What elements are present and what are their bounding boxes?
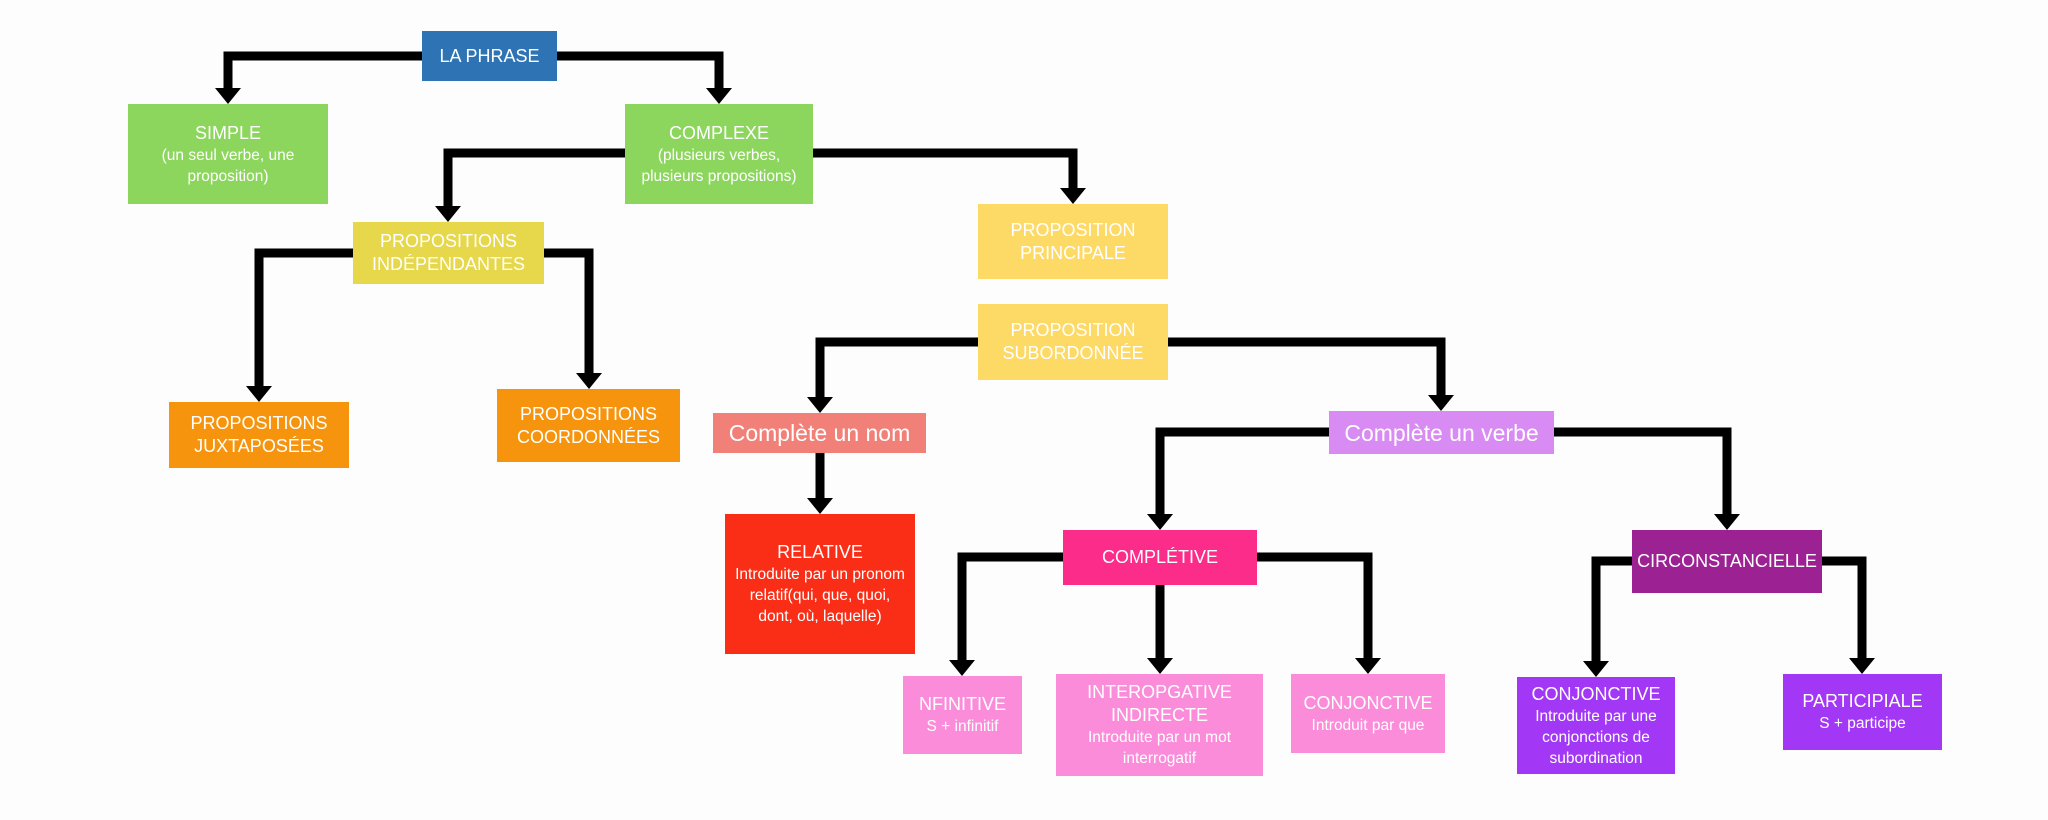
arrow-subordonnee-to-complete_verbe (1168, 337, 1454, 411)
node-participiale: PARTICIPIALE S + participe (1783, 674, 1942, 750)
node-subtitle: Introduite par un pronom relatif(qui, qu… (735, 566, 905, 625)
arrow-independantes-to-juxtaposees (246, 248, 353, 402)
arrowhead (807, 397, 833, 413)
node-title: PROPOSITION SUBORDONNÉE (1002, 320, 1144, 363)
node-complete-un-verbe: Complète un verbe (1329, 411, 1554, 454)
node-title: CONJONCTIVE (1531, 683, 1661, 704)
arrow-complete_verbe-to-completive (1147, 427, 1329, 530)
arrow-completive-to-conjonctive_1 (1257, 552, 1381, 674)
node-title: SIMPLE (194, 122, 262, 143)
arrow-complexe-to-independantes (435, 148, 625, 222)
arrowhead (807, 498, 833, 514)
node-title: Complète un nom (728, 420, 911, 446)
arrowhead (1583, 661, 1609, 677)
arrow-phrase-to-complexe (557, 51, 732, 104)
node-infinitive: NFINITIVE S + infinitif (903, 676, 1022, 754)
node-subtitle: (un seul verbe, une proposition) (161, 146, 295, 185)
arrowhead (1355, 658, 1381, 674)
node-title: CIRCONSTANCIELLE (1637, 551, 1817, 571)
arrow-circonstancielle-to-conjonctive_2 (1583, 556, 1632, 677)
arrow-subordonnee-to-complete_nom (807, 337, 978, 413)
node-title: PROPOSITIONS COORDONNÉES (516, 403, 660, 447)
arrowhead (706, 88, 732, 104)
node-title: PROPOSITIONS JUXTAPOSÉES (190, 413, 328, 456)
node-title: LA PHRASE (439, 45, 540, 66)
arrow-complexe-to-principale (813, 148, 1086, 204)
node-simple: SIMPLE (un seul verbe, une proposition) (128, 104, 328, 204)
arrowhead (246, 386, 272, 402)
node-proposition-principale: PROPOSITION PRINCIPALE (978, 204, 1168, 279)
node-title: PROPOSITION PRINCIPALE (1010, 219, 1136, 263)
node-proposition-subordonnee: PROPOSITION SUBORDONNÉE (978, 304, 1168, 380)
arrow-phrase-to-simple (215, 51, 422, 104)
node-conjonctive-circonstancielle: CONJONCTIVE Introduite par une conjoncti… (1517, 677, 1675, 774)
arrowhead (1428, 395, 1454, 411)
node-subtitle: S + participe (1819, 715, 1906, 732)
arrow-independantes-to-coordonnees (544, 248, 602, 389)
node-complete-un-nom: Complète un nom (713, 413, 926, 453)
node-subtitle: Introduit par que (1311, 716, 1425, 734)
node-subtitle: Introduite par un mot interrogatif (1087, 729, 1232, 767)
arrowhead (215, 88, 241, 104)
node-title: Complète un verbe (1344, 419, 1539, 446)
node-propositions-coordonnees: PROPOSITIONS COORDONNÉES (497, 389, 680, 462)
arrowhead (1147, 514, 1173, 530)
arrowhead (949, 660, 975, 676)
node-title: CONJONCTIVE (1303, 692, 1433, 713)
node-completive: COMPLÉTIVE (1063, 530, 1257, 585)
node-title: NFINITIVE (918, 694, 1006, 714)
node-complexe: COMPLEXE (plusieurs verbes, plusieurs pr… (625, 104, 813, 204)
arrow-complete_nom-to-relative (807, 453, 833, 514)
arrow-complete_verbe-to-circonstancielle (1554, 427, 1740, 530)
node-title: PROPOSITIONS INDÉPENDANTES (371, 231, 526, 274)
node-relative: RELATIVE Introduite par un pronom relati… (725, 514, 915, 654)
arrowhead (1714, 514, 1740, 530)
node-conjonctive-completive: CONJONCTIVE Introduit par que (1291, 674, 1445, 753)
node-subtitle: Introduite par une conjonctions de subor… (1535, 707, 1657, 767)
node-title: PARTICIPIALE (1802, 691, 1923, 711)
arrow-completive-to-interrogative (1147, 585, 1173, 674)
node-title: RELATIVE (777, 542, 863, 562)
arrowhead (1849, 658, 1875, 674)
arrowhead (576, 373, 602, 389)
node-title: COMPLEXE (668, 122, 770, 143)
node-subtitle: (plusieurs verbes, plusieurs proposition… (641, 146, 797, 185)
arrow-completive-to-infinitive (949, 552, 1063, 676)
node-propositions-juxtaposees: PROPOSITIONS JUXTAPOSÉES (169, 402, 349, 468)
node-interrogative-indirecte: INTEROPGATIVE INDIRECTE Introduite par u… (1056, 674, 1263, 776)
node-title: INTEROPGATIVE INDIRECTE (1087, 682, 1232, 725)
node-title: COMPLÉTIVE (1101, 547, 1219, 567)
arrow-circonstancielle-to-participiale (1822, 556, 1875, 674)
arrowhead (1060, 188, 1086, 204)
node-la-phrase: LA PHRASE (422, 31, 557, 81)
arrowhead (435, 206, 461, 222)
arrowhead (1147, 658, 1173, 674)
node-subtitle: S + infinitif (926, 718, 999, 735)
node-propositions-independantes: PROPOSITIONS INDÉPENDANTES (353, 222, 544, 284)
node-circonstancielle: CIRCONSTANCIELLE (1632, 530, 1822, 593)
